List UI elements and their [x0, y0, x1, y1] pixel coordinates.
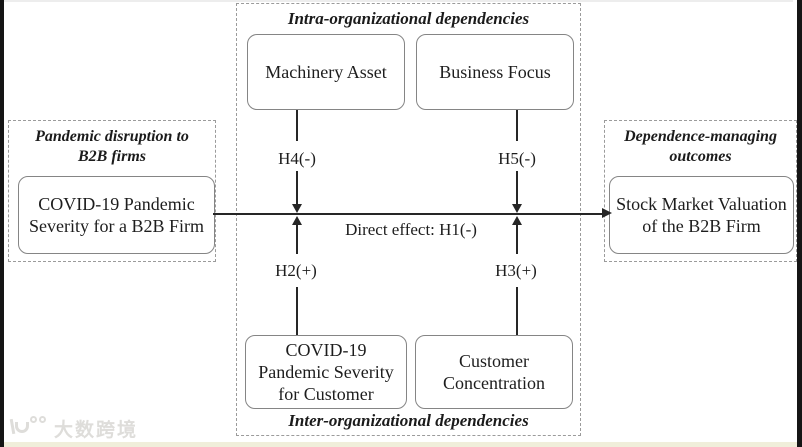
h4-label: H4(-): [278, 149, 316, 168]
h5-arrow-line-lower: [516, 171, 518, 205]
watermark: 大数跨境: [8, 413, 138, 443]
h1-arrowhead-icon: [602, 208, 612, 218]
pandemic-group-title-line2: B2B firms: [77, 148, 146, 165]
h5-arrow-line-upper: [516, 110, 518, 141]
intra-group-title: Intra-organizational dependencies: [287, 9, 530, 28]
h3-arrow-line-lower: [516, 287, 518, 335]
h2-label: H2(+): [275, 261, 317, 280]
node-covid-severity-customer: COVID-19 Pandemic Severity for Customer: [245, 335, 407, 409]
bottom-edge-strip: [4, 442, 797, 447]
node-covid-severity-b2b-firm-line2: Severity for a B2B Firm: [29, 216, 204, 236]
node-covid-severity-customer-line1: COVID-19: [285, 340, 367, 360]
h4-arrow-line-lower: [296, 171, 298, 205]
h2-arrow-line-upper: [296, 224, 298, 254]
node-stock-market-valuation: Stock Market Valuation of the B2B Firm: [609, 176, 794, 254]
h5-label: H5(-): [498, 149, 536, 168]
node-business-focus-label: Business Focus: [439, 61, 551, 82]
node-stock-market-valuation-line2: of the B2B Firm: [642, 216, 761, 236]
node-covid-severity-b2b-firm: COVID-19 Pandemic Severity for a B2B Fir…: [18, 176, 215, 254]
h4-arrow-line-upper: [296, 110, 298, 141]
inter-group-title: Inter-organizational dependencies: [288, 411, 529, 430]
watermark-text: 大数跨境: [54, 419, 139, 441]
node-covid-severity-customer-line2: Pandemic Severity: [258, 362, 394, 382]
right-edge-strip: [797, 0, 802, 447]
watermark-logo-icon: [8, 414, 48, 442]
node-machinery-asset: Machinery Asset: [247, 34, 405, 110]
h1-arrow-line: [213, 213, 603, 215]
h2-arrowhead-icon: [292, 216, 302, 225]
node-customer-concentration-line2: Concentration: [443, 373, 545, 393]
h4-arrowhead-icon: [292, 204, 302, 213]
node-stock-market-valuation-line1: Stock Market Valuation: [616, 193, 787, 214]
pandemic-group-title: Pandemic disruption to B2B firms: [9, 127, 215, 167]
node-customer-concentration: Customer Concentration: [415, 335, 573, 409]
h5-arrowhead-icon: [512, 204, 522, 213]
h1-direct-effect-label: Direct effect: H1(-): [345, 220, 477, 239]
h3-label: H3(+): [495, 261, 537, 280]
left-edge-strip: [0, 0, 4, 447]
node-covid-severity-b2b-firm-line1: COVID-19 Pandemic: [38, 193, 195, 214]
node-machinery-asset-label: Machinery Asset: [265, 61, 387, 82]
outcomes-group-title: Dependence-managing outcomes: [605, 127, 796, 167]
h3-arrowhead-icon: [512, 216, 522, 225]
top-edge-strip: [0, 0, 793, 2]
node-covid-severity-customer-line3: for Customer: [278, 384, 374, 404]
pandemic-disruption-group: Pandemic disruption to B2B firms: [8, 120, 216, 262]
outcomes-group-title-line1: Dependence-managing: [624, 128, 777, 145]
outcomes-group: Dependence-managing outcomes: [604, 120, 797, 262]
outcomes-group-title-line2: outcomes: [669, 148, 732, 165]
node-business-focus: Business Focus: [416, 34, 574, 110]
node-customer-concentration-line1: Customer: [459, 350, 529, 371]
h3-arrow-line-upper: [516, 224, 518, 254]
center-dependencies-group: Intra-organizational dependencies Inter-…: [236, 3, 581, 436]
h2-arrow-line-lower: [296, 287, 298, 335]
pandemic-group-title-line1: Pandemic disruption to: [35, 128, 189, 145]
